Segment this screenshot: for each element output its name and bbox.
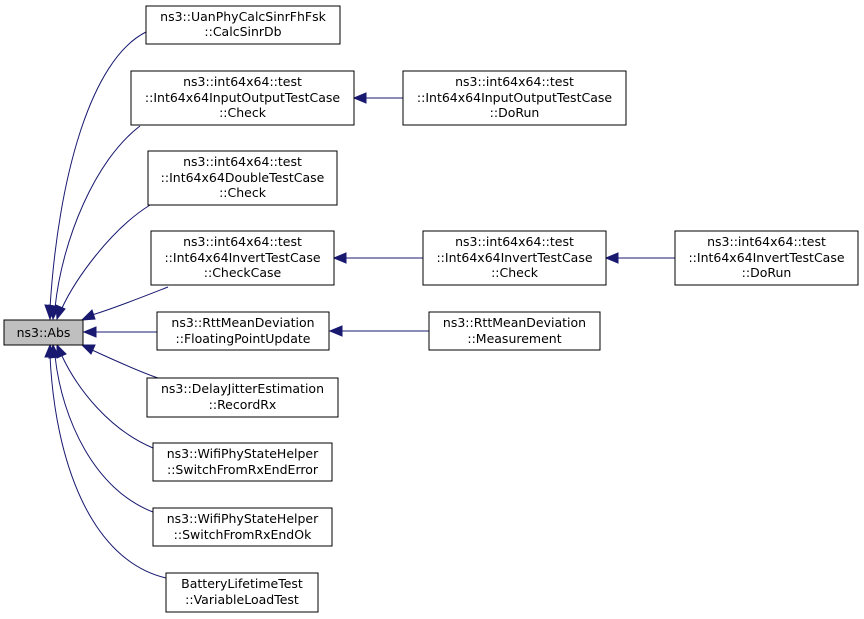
node-label-line: ::RecordRx <box>209 397 277 412</box>
node-label-line: ::VariableLoadTest <box>185 592 299 607</box>
node-label-line: ns3::Abs <box>17 325 71 340</box>
node-ns3-abs[interactable]: ns3::Abs <box>3 319 84 346</box>
node-uan-phy-calc-sinr[interactable]: ns3::UanPhyCalcSinrFhFsk ::CalcSinrDb <box>145 5 341 45</box>
arrowhead-inv-dorun-to-inv-check <box>604 252 619 264</box>
node-delay-jitter-record-rx[interactable]: ns3::DelayJitterEstimation ::RecordRx <box>146 377 339 418</box>
node-label-line: ns3::int64x64::test <box>455 74 574 89</box>
node-label-line: ns3::RttMeanDeviation <box>443 315 586 330</box>
node-label-line: ::Check <box>219 105 267 120</box>
node-label-line: ns3::int64x64::test <box>455 234 574 249</box>
node-label-line: ::CalcSinrDb <box>204 24 281 39</box>
node-label-line: ::Check <box>219 185 267 200</box>
node-label-line: ::SwitchFromRxEndError <box>167 462 319 477</box>
node-label-line: ::Int64x64InvertTestCase <box>688 250 844 265</box>
node-invert-test-check[interactable]: ns3::int64x64::test ::Int64x64InvertTest… <box>422 230 607 286</box>
edge-dbl-check-to-abs <box>61 204 151 309</box>
node-label-line: ns3::int64x64::test <box>183 154 302 169</box>
arrowhead-wifi-err-to-abs <box>56 343 67 359</box>
node-io-test-dorun[interactable]: ns3::int64x64::test ::Int64x64InputOutpu… <box>402 70 627 126</box>
node-label-line: ::Int64x64InvertTestCase <box>436 250 592 265</box>
arrowhead-delay-to-abs <box>80 344 96 355</box>
edge-wifi-err-to-abs <box>61 355 154 449</box>
node-invert-test-dorun[interactable]: ns3::int64x64::test ::Int64x64InvertTest… <box>674 230 859 286</box>
arrowhead-inv-check-to-inv-checkcase <box>332 252 347 264</box>
node-label-line: ::DoRun <box>742 265 792 280</box>
node-label-line: ::Int64x64DoubleTestCase <box>161 170 325 185</box>
node-label-line: ::Measurement <box>467 331 561 346</box>
arrowhead-inv-checkcase-to-abs <box>80 309 96 321</box>
node-wifi-switch-rx-end-error[interactable]: ns3::WifiPhyStateHelper ::SwitchFromRxEn… <box>152 442 333 482</box>
node-label-line: ::FloatingPointUpdate <box>176 331 311 346</box>
node-double-test-check[interactable]: ns3::int64x64::test ::Int64x64DoubleTest… <box>147 150 338 206</box>
edge-inv-checkcase-to-abs <box>91 286 169 316</box>
arrowhead-io-dorun-to-io-check <box>352 92 367 104</box>
node-label-line: ns3::RttMeanDeviation <box>171 315 314 330</box>
node-label-line: ns3::UanPhyCalcSinrFhFsk <box>160 9 326 24</box>
edge-delay-to-abs <box>91 349 159 379</box>
arrowhead-rtt-fpu-to-abs <box>82 326 97 338</box>
node-rtt-measurement[interactable]: ns3::RttMeanDeviation ::Measurement <box>428 311 601 351</box>
node-label-line: ns3::int64x64::test <box>707 234 826 249</box>
edge-wifi-ok-to-abs <box>54 355 154 513</box>
arrowhead-rtt-meas-to-rtt-fpu <box>328 325 343 337</box>
graph-edges <box>44 31 675 579</box>
node-label-line: ns3::WifiPhyStateHelper <box>167 446 319 461</box>
node-label-line: ::SwitchFromRxEndOk <box>174 527 312 542</box>
edge-io-check-to-abs <box>54 125 141 309</box>
graph-nodes: ns3::Abs ns3::UanPhyCalcSinrFhFsk ::Calc… <box>3 5 859 613</box>
node-label-line: ns3::int64x64::test <box>183 234 302 249</box>
arrowhead-dbl-check-to-abs <box>55 304 66 321</box>
node-label-line: ::CheckCase <box>204 265 282 280</box>
node-label-line: ::Int64x64InputOutputTestCase <box>145 90 340 105</box>
edge-battery-to-abs <box>49 355 167 579</box>
node-label-line: BatteryLifetimeTest <box>181 576 303 591</box>
node-rtt-floating-point-update[interactable]: ns3::RttMeanDeviation ::FloatingPointUpd… <box>156 311 330 351</box>
node-label-line: ::Check <box>491 265 539 280</box>
node-label-line: ::DoRun <box>490 105 540 120</box>
node-label-line: ns3::int64x64::test <box>183 74 302 89</box>
node-wifi-switch-rx-end-ok[interactable]: ns3::WifiPhyStateHelper ::SwitchFromRxEn… <box>152 507 333 547</box>
edge-uan-to-abs <box>49 31 147 309</box>
node-label-line: ns3::WifiPhyStateHelper <box>167 511 319 526</box>
node-label-line: ns3::DelayJitterEstimation <box>161 381 324 396</box>
arrowhead-battery-to-abs <box>44 343 56 358</box>
node-io-test-check[interactable]: ns3::int64x64::test ::Int64x64InputOutpu… <box>130 70 355 126</box>
node-label-line: ::Int64x64InvertTestCase <box>164 250 320 265</box>
node-invert-test-checkcase[interactable]: ns3::int64x64::test ::Int64x64InvertTest… <box>150 230 335 286</box>
node-battery-variable-load-test[interactable]: BatteryLifetimeTest ::VariableLoadTest <box>165 572 319 613</box>
node-label-line: ::Int64x64InputOutputTestCase <box>417 90 612 105</box>
